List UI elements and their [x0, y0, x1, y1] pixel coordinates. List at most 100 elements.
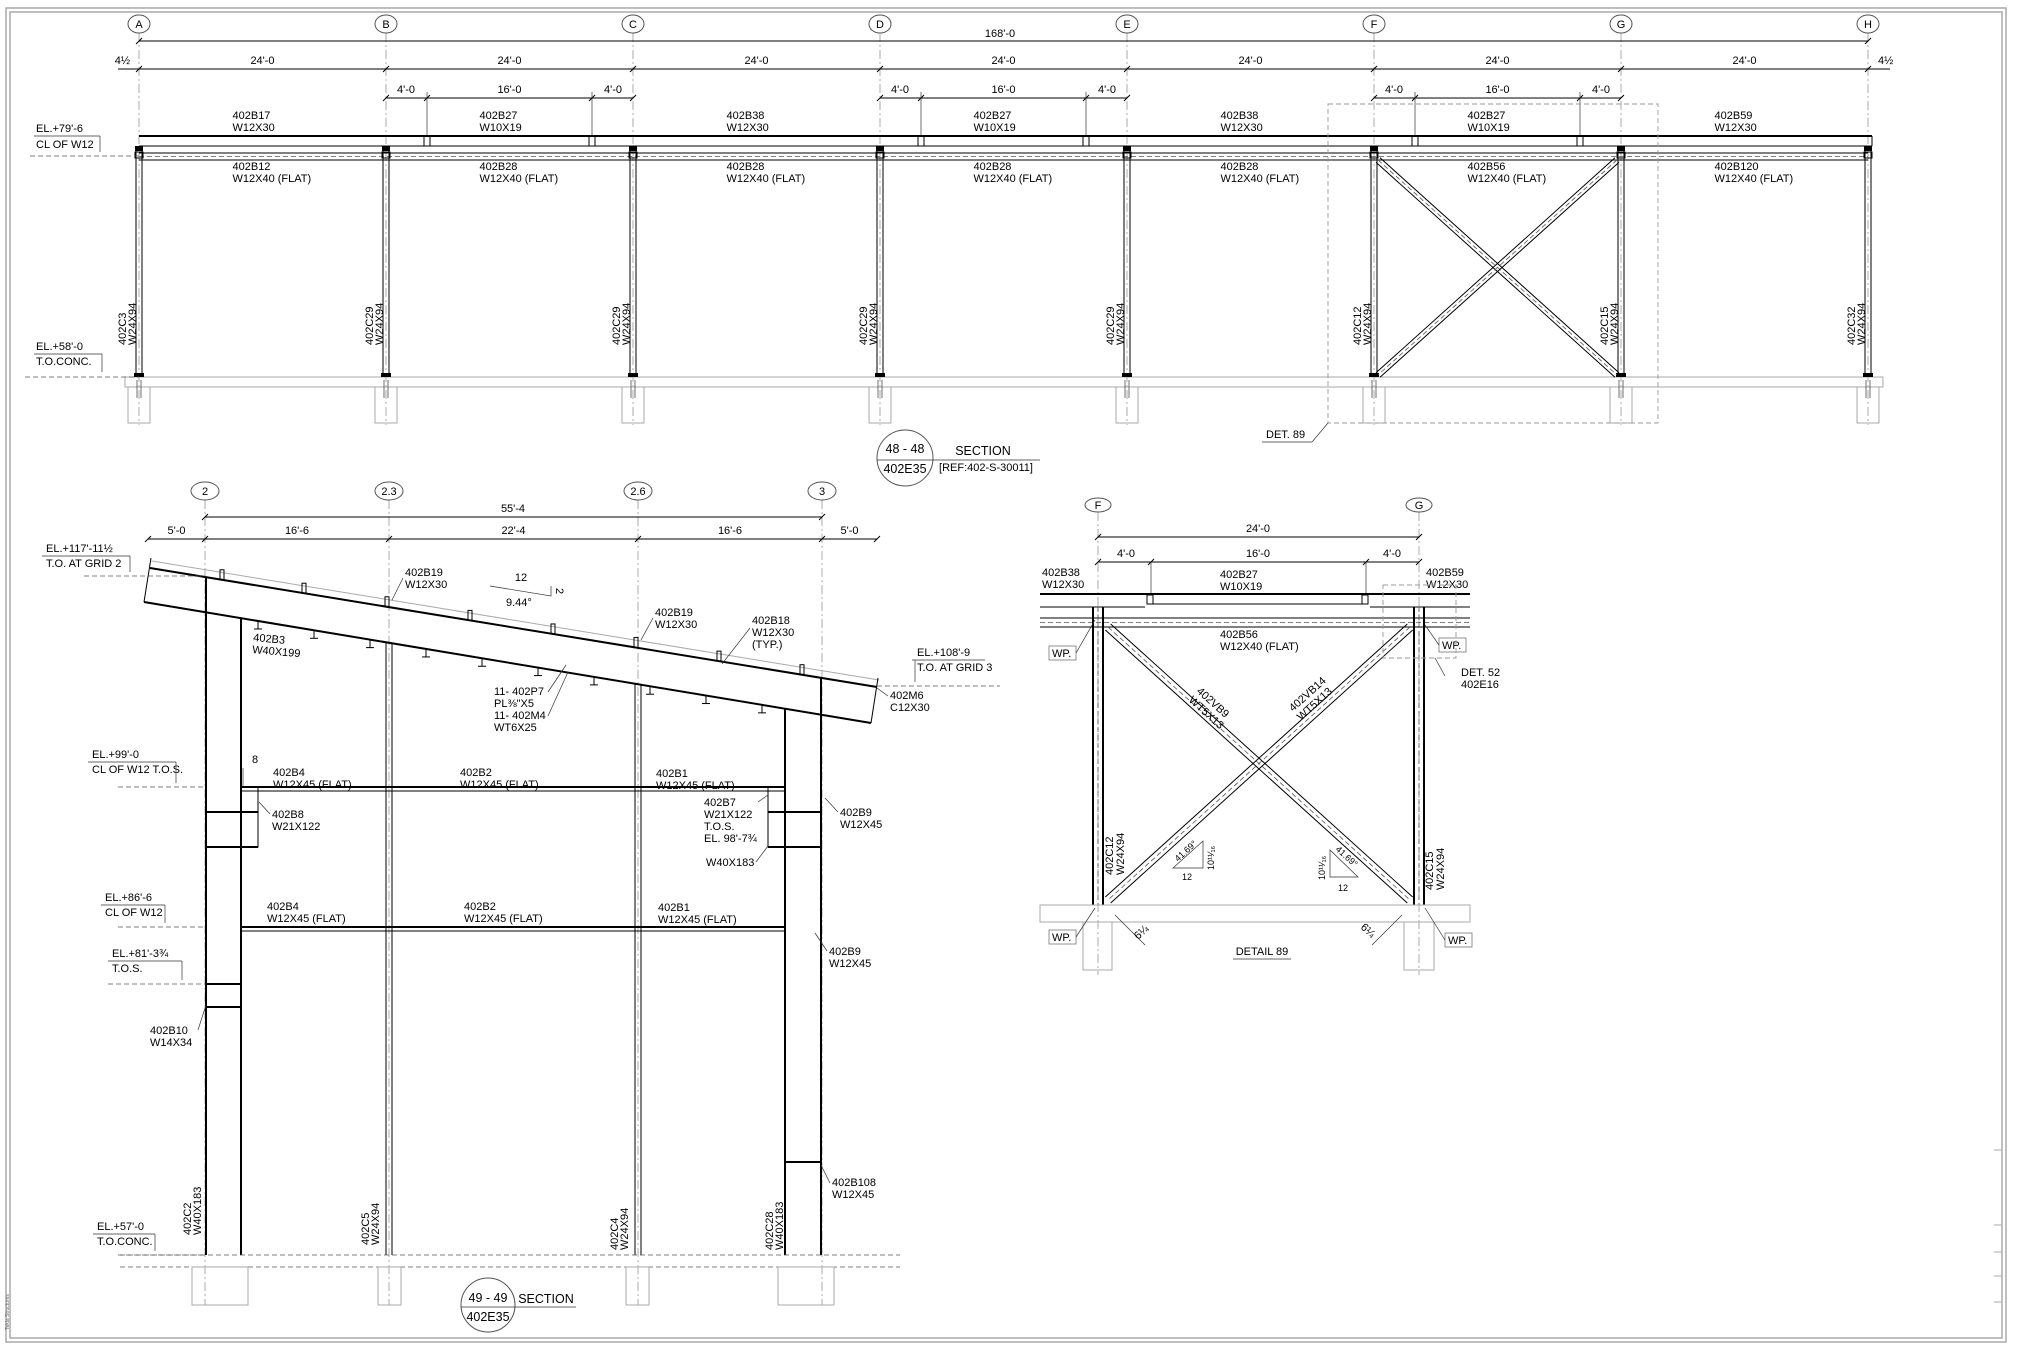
- elevation-description: T.O.CONC.: [36, 356, 92, 368]
- column-mark: 402C15: [1599, 306, 1611, 345]
- beam-label: EL. 98'-7¾: [704, 833, 758, 845]
- rafter-end: [143, 557, 152, 603]
- detail-title: DETAIL 89: [1236, 946, 1289, 958]
- dimension-tick: [1864, 65, 1872, 73]
- rafter-label: W40X199: [252, 644, 301, 660]
- purlin: [219, 569, 225, 581]
- grid-label: 3: [819, 486, 825, 498]
- beam-label: W12X45 (FLAT): [464, 913, 543, 925]
- slope-indicator: [489, 585, 552, 597]
- beam-connection: [1361, 594, 1369, 605]
- elevation-description: T.O. AT GRID 2: [46, 558, 121, 570]
- base-plate: [1369, 373, 1379, 377]
- rafter-label: 402B19: [655, 607, 693, 619]
- beam-label: 402B7: [704, 797, 736, 809]
- column-mark: 402C32: [1846, 306, 1858, 345]
- purlin: [716, 650, 722, 662]
- column-cap: [1617, 146, 1625, 151]
- grid-bubble: [1609, 14, 1633, 34]
- top-beam-mark: 402B38: [727, 110, 765, 122]
- beam-connection: [588, 135, 596, 147]
- section-title: SECTION: [955, 444, 1011, 458]
- rafter-label: W12X30: [752, 627, 794, 639]
- column-size: W24X94: [1115, 303, 1127, 345]
- top-beam-size: W10X19: [480, 122, 522, 134]
- slope-angle: 41.69°: [1173, 838, 1199, 863]
- offset-dimension: 6¼: [1132, 923, 1152, 943]
- column-mark: 402C15: [1424, 851, 1436, 890]
- cross-brace: [1379, 161, 1620, 378]
- beam-label: W21X122: [272, 821, 320, 833]
- sub-dimension: 16'-0: [497, 84, 521, 96]
- grid-label: F: [1095, 500, 1102, 512]
- cross-brace: [1375, 157, 1616, 374]
- work-point-label: WP.: [1052, 648, 1071, 660]
- dimension-tick: [1094, 533, 1102, 541]
- section-title: SECTION: [518, 1292, 574, 1306]
- beam-label: 402B8: [272, 809, 304, 821]
- dimension-tick: [201, 535, 209, 543]
- dimension-tick: [1370, 94, 1378, 102]
- column-mark: 402C5: [360, 1213, 372, 1245]
- base-plate: [134, 373, 144, 377]
- column-cap: [1864, 146, 1872, 151]
- detail-reference: 402E16: [1461, 679, 1499, 691]
- grid-bubble: [1084, 497, 1112, 513]
- sub-dimension: 4'-0: [891, 84, 909, 96]
- column-cap: [135, 146, 143, 151]
- bay-dimension: 24'-0: [1485, 55, 1509, 67]
- elevation-description: CL OF W12 T.O.S.: [92, 764, 183, 776]
- dimension-tick: [876, 94, 884, 102]
- base-plate: [628, 373, 638, 377]
- dimension-tick: [382, 94, 390, 102]
- column-size: W24X94: [374, 303, 386, 345]
- leader: [824, 797, 839, 813]
- beam-label: 402B9: [829, 946, 861, 958]
- slope-angle: 9.44°: [506, 597, 532, 609]
- column-size: W24X94: [619, 1208, 631, 1250]
- beam-label: 402B4: [267, 901, 299, 913]
- plate-label: WT6X25: [494, 722, 537, 734]
- column-connection: [134, 151, 144, 159]
- rafter-label: 402B19: [405, 567, 443, 579]
- detail-boundary: [1327, 103, 1659, 424]
- rafter-end: [870, 677, 879, 724]
- beam-connection: [917, 135, 925, 147]
- flat-beam-size: W12X40 (FLAT): [727, 173, 806, 185]
- grid-bubble: [127, 14, 151, 34]
- column-connection: [1369, 151, 1379, 159]
- span-dimension: 16'-6: [285, 525, 309, 537]
- elevation-label: EL.+117'-11½: [46, 543, 113, 555]
- concrete-slab: [124, 376, 1884, 388]
- slope-run: 12: [515, 572, 527, 584]
- beam-402b10: [205, 983, 242, 1008]
- rafter-label: W12X30: [655, 619, 697, 631]
- dimension-tick: [144, 535, 152, 543]
- purlin: [301, 582, 307, 594]
- offset-dimension: 6¼: [1358, 921, 1378, 941]
- flat-beam-size: W12X40 (FLAT): [233, 173, 312, 185]
- beam-label: W12X45: [840, 819, 882, 831]
- leader: [1075, 619, 1096, 654]
- flat-beam-size: W12X40 (FLAT): [1468, 173, 1547, 185]
- column-cap: [629, 146, 637, 151]
- beam-label: 402B1: [658, 902, 690, 914]
- beam-label: 402B2: [460, 767, 492, 779]
- footing: [625, 1266, 650, 1306]
- top-beam-mark: 402B38: [1221, 110, 1259, 122]
- elevation-label: EL.+81'-3¾: [112, 948, 169, 960]
- plate-label: 11- 402M4: [494, 710, 546, 722]
- column-connection: [1616, 151, 1626, 159]
- column-size: W24X94: [868, 303, 880, 345]
- elevation-description: CL OF W12: [36, 139, 94, 151]
- leader: [391, 577, 404, 601]
- work-point-label: WP.: [1448, 935, 1467, 947]
- beam-connection: [1411, 135, 1419, 147]
- dimension-tick: [818, 535, 826, 543]
- sub-dimension: 4'-0: [1383, 548, 1401, 560]
- column-size: W24X94: [1435, 848, 1447, 890]
- cross-brace: [1379, 157, 1620, 374]
- flat-beam-size: W12X40 (FLAT): [480, 173, 559, 185]
- footing: [191, 1266, 249, 1306]
- beam-label: 402B27: [1220, 569, 1258, 581]
